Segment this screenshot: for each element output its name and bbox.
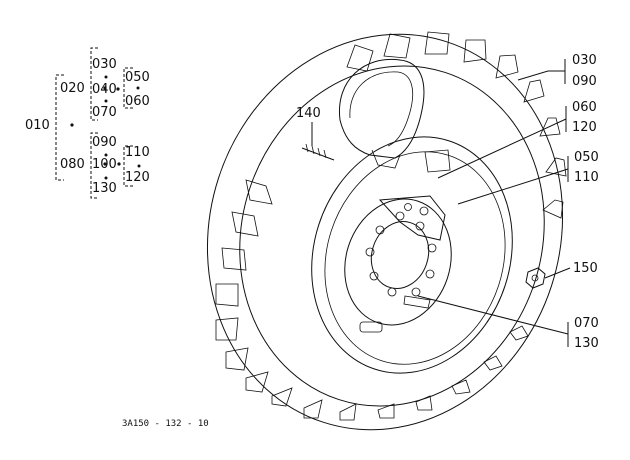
inner-tube: [338, 58, 425, 159]
callout-050: 050: [574, 150, 599, 165]
tire-tread-lugs: [215, 31, 567, 421]
tree-node-110: 110: [125, 145, 150, 160]
tree-node-020: 020: [60, 81, 85, 96]
callout-140: 140: [296, 106, 321, 121]
part-hierarchy-tree: 010 020 030 040 070 050 060 080 090 100 …: [25, 47, 150, 199]
leader-150: [544, 267, 571, 279]
tire-outer-outline: [206, 33, 564, 431]
rim-slot: [424, 149, 451, 173]
tree-connector-dot: [104, 153, 108, 157]
tree-connector-dot: [104, 99, 108, 103]
tree-connector-dot: [117, 162, 121, 166]
valve-stem-thread: [305, 143, 327, 159]
callout-030: 030: [572, 53, 597, 68]
tree-bracket: [90, 132, 98, 199]
tree-node-060: 060: [125, 94, 150, 109]
callout-090: 090: [572, 74, 597, 89]
tree-connector-dot: [116, 87, 120, 91]
leader-060-120: [437, 106, 567, 179]
tree-node-050: 050: [125, 70, 150, 85]
callout-120: 120: [572, 120, 597, 135]
plate-bolt: [404, 203, 412, 211]
leader-lines: [311, 59, 571, 347]
tree-node-080: 080: [60, 157, 85, 172]
leader-050-110: [457, 156, 569, 205]
tree-bracket: [90, 47, 98, 121]
tree-connector-dot: [104, 176, 108, 180]
callout-060: 060: [572, 100, 597, 115]
tree-node-090: 090: [92, 135, 117, 150]
leader-030-090: [517, 59, 566, 84]
tree-connector-dot: [103, 162, 107, 166]
figure-code: 3A150 - 132 - 10: [122, 419, 209, 429]
valve-stem: [301, 147, 335, 161]
lug-nut: [525, 267, 546, 289]
callout-labels: 030 090 060 120 050 110 150 070 130 140: [296, 53, 599, 351]
callout-130: 130: [574, 336, 599, 351]
callout-150: 150: [573, 261, 598, 276]
tree-connector-dot: [103, 86, 107, 90]
valve-fitting: [359, 321, 383, 333]
tube-valve-base: [371, 149, 401, 169]
leader-070-130: [417, 295, 569, 347]
tree-node-070: 070: [92, 105, 117, 120]
hub-bolt-holes: [365, 211, 437, 297]
wheel-hub-hole: [370, 221, 430, 289]
callout-070: 070: [574, 316, 599, 331]
tree-connector-dot: [70, 123, 74, 127]
tree-node-130: 130: [92, 181, 117, 196]
tree-node-100: 100: [92, 157, 117, 172]
tree-connector-dot: [104, 75, 108, 79]
rim-outer-edge: [311, 136, 513, 374]
tree-node-010: 010: [25, 118, 50, 133]
inner-tube-lining: [349, 71, 414, 147]
tree-node-040: 040: [92, 82, 117, 97]
wheel-disc: [344, 198, 452, 326]
tree-connector-dot: [137, 164, 141, 168]
tree-node-030: 030: [92, 57, 117, 72]
tire-inner-outline: [239, 65, 545, 407]
plate-bolt: [419, 206, 429, 216]
rim-slot: [403, 295, 431, 309]
tree-node-120: 120: [125, 170, 150, 185]
callout-110: 110: [574, 170, 599, 185]
lug-nut-hole: [531, 274, 539, 282]
wheel-illustration: [206, 31, 567, 431]
mounting-plate: [378, 195, 446, 241]
tree-bracket: [55, 74, 64, 181]
tree-connector-dot: [136, 86, 140, 90]
